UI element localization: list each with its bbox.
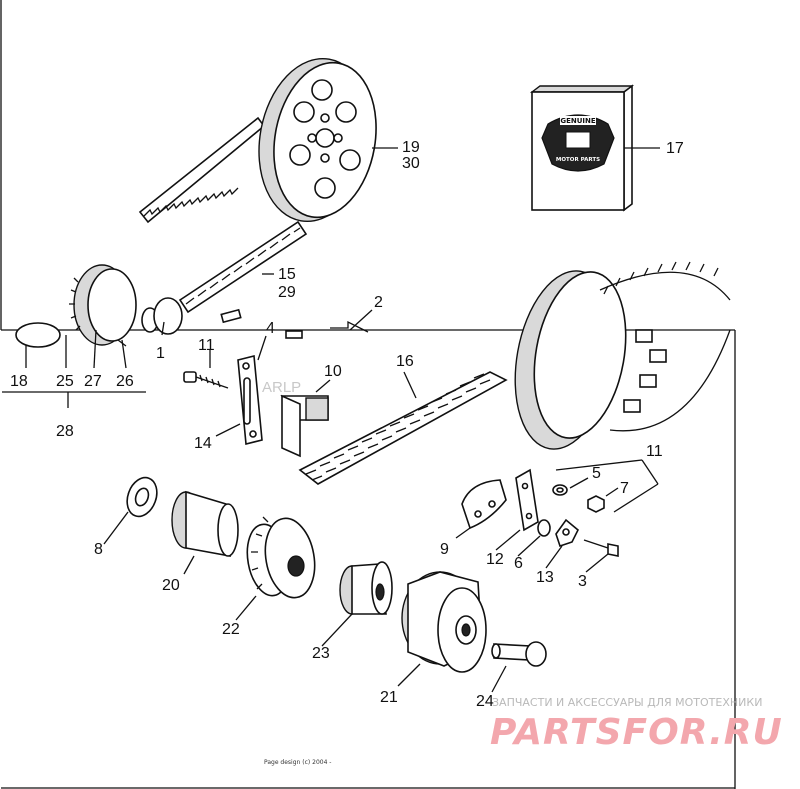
watermark-brand: PARTSFOR.RU bbox=[490, 712, 783, 753]
bracket-10 bbox=[280, 394, 329, 458]
sleeve-20 bbox=[171, 490, 239, 557]
callout-6: 6 bbox=[514, 555, 523, 572]
callout-25: 25 bbox=[56, 373, 74, 390]
callout-20: 20 bbox=[162, 577, 180, 594]
callout-12: 12 bbox=[486, 551, 504, 568]
tensioner-plate bbox=[515, 468, 539, 532]
callout-1: 1 bbox=[156, 345, 165, 362]
rear-pulley bbox=[258, 57, 377, 223]
primary-chain bbox=[298, 371, 508, 485]
callout-5: 5 bbox=[592, 465, 601, 482]
callout-18: 18 bbox=[10, 373, 28, 390]
bolt-11 bbox=[183, 371, 229, 389]
callout-3: 3 bbox=[578, 573, 587, 590]
callout-21: 21 bbox=[380, 689, 398, 706]
callout-30: 30 bbox=[402, 155, 420, 172]
callout-11-left: 11 bbox=[198, 337, 215, 354]
callout-28: 28 bbox=[56, 423, 74, 440]
callout-10: 10 bbox=[324, 363, 342, 380]
callout-22: 22 bbox=[222, 621, 240, 638]
washer-8 bbox=[126, 476, 158, 518]
callout-27: 27 bbox=[84, 373, 102, 390]
screws-top bbox=[220, 308, 369, 339]
clutch-shell bbox=[514, 261, 731, 450]
callout-2: 2 bbox=[374, 294, 383, 311]
callout-9: 9 bbox=[440, 541, 449, 558]
callout-15: 15 bbox=[278, 266, 296, 283]
callout-29: 29 bbox=[278, 284, 296, 301]
callout-labels: 19 30 17 15 29 2 4 1 11 10 16 18 25 27 2… bbox=[10, 139, 684, 710]
adjuster-plate bbox=[237, 354, 263, 446]
bolt-24 bbox=[491, 641, 547, 667]
tensioner-shoe bbox=[461, 479, 507, 530]
genuine-parts-box: GENUINE MOTOR PARTS bbox=[529, 84, 635, 212]
callout-19: 19 bbox=[402, 139, 420, 156]
callout-8: 8 bbox=[94, 541, 103, 558]
leader-lines bbox=[2, 147, 660, 693]
callout-16: 16 bbox=[396, 353, 414, 370]
motor-sprocket bbox=[15, 264, 183, 348]
callout-14: 14 bbox=[194, 435, 212, 452]
drive-belt-upper bbox=[138, 116, 266, 224]
genuine-box-bottom-text: MOTOR PARTS bbox=[556, 157, 600, 163]
drive-belt-lower bbox=[178, 220, 308, 314]
callout-13: 13 bbox=[536, 569, 554, 586]
genuine-box-top-text: GENUINE bbox=[560, 117, 596, 125]
sprocket-22 bbox=[246, 516, 316, 599]
page-design-footer: Page design (c) 2004 - bbox=[264, 759, 331, 766]
callout-23: 23 bbox=[312, 645, 330, 662]
callout-4: 4 bbox=[266, 320, 275, 337]
watermark-tagline: ЗАПЧАСТИ И АКСЕССУАРЫ ДЛЯ МОТОТЕХНИКИ bbox=[492, 696, 762, 709]
drum-21 bbox=[401, 571, 487, 673]
callout-17: 17 bbox=[666, 140, 684, 157]
hub-23 bbox=[339, 561, 393, 615]
callout-11-right: 11 bbox=[646, 443, 663, 460]
callout-7: 7 bbox=[620, 480, 629, 497]
callout-24: 24 bbox=[476, 693, 494, 710]
faint-watermark: ARLP bbox=[262, 379, 301, 396]
callout-26: 26 bbox=[116, 373, 134, 390]
small-hardware bbox=[537, 484, 619, 557]
